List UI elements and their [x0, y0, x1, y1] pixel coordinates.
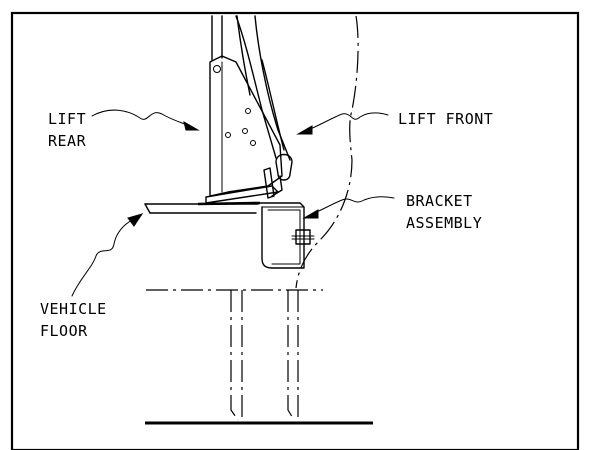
- leader-vehicle-floor: [71, 213, 144, 297]
- label-bracket-line2: ASSEMBLY: [406, 214, 482, 232]
- label-lift-rear-line2: REAR: [48, 132, 87, 150]
- vehicle-body-contour: [295, 15, 359, 289]
- label-bracket-line1: BRACKET: [406, 192, 473, 210]
- label-lift-rear-line1: LIFT: [48, 110, 86, 128]
- leader-lift-rear: [91, 109, 200, 131]
- lift-front-assembly: [235, 15, 293, 199]
- vehicle-floor: [144, 203, 259, 214]
- lower-support-columns: [230, 290, 299, 421]
- leader-bracket-assembly: [302, 196, 395, 219]
- label-vehicle-floor-line1: VEHICLE: [40, 300, 107, 318]
- lift-rear-assembly: [197, 15, 283, 206]
- bracket-assembly: [255, 202, 315, 269]
- drawing-frame: [10, 11, 580, 450]
- leader-lift-front: [296, 112, 389, 135]
- label-lift-front: LIFT FRONT: [398, 110, 493, 128]
- label-vehicle-floor-line2: FLOOR: [40, 322, 88, 340]
